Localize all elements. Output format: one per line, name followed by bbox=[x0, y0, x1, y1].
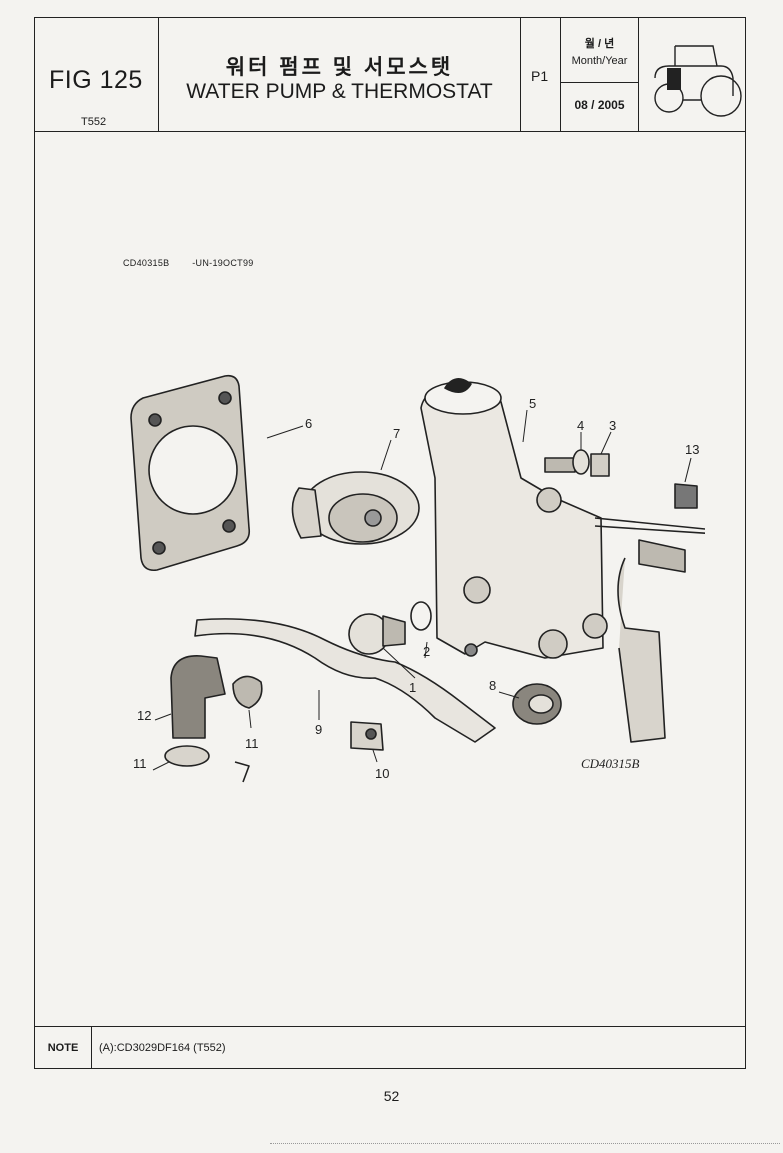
model-label: T552 bbox=[81, 116, 107, 128]
tractor-thumbnail-cell bbox=[639, 18, 747, 131]
title-cell: 워터 펌프 및 서모스탯 WATER PUMP & THERMOSTAT bbox=[159, 18, 521, 131]
water-pump-housing-part bbox=[420, 378, 608, 659]
callout-10: 10 bbox=[375, 766, 389, 781]
temperature-sensor-part bbox=[594, 483, 705, 743]
page-code: P1 bbox=[531, 68, 549, 84]
note-label: NOTE bbox=[35, 1027, 92, 1069]
diagram-caption: CD40315B bbox=[581, 756, 640, 771]
page-frame: FIG 125 T552 워터 펌프 및 서모스탯 WATER PUMP & T… bbox=[34, 17, 746, 1069]
callout-6: 6 bbox=[305, 416, 312, 431]
callout-13: 13 bbox=[685, 442, 699, 457]
callout-3: 3 bbox=[609, 418, 616, 433]
reference-note: -UN-19OCT99 bbox=[192, 258, 254, 268]
reference-code: CD40315B bbox=[123, 258, 170, 268]
callout-numbers: 6 7 5 4 3 13 2 1 8 12 11 9 10 11 CD40315… bbox=[133, 396, 699, 781]
callout-12: 12 bbox=[137, 708, 151, 723]
elbow-fitting-part bbox=[170, 655, 263, 739]
bracket-part bbox=[350, 721, 384, 751]
callout-5: 5 bbox=[529, 396, 536, 411]
callout-4: 4 bbox=[577, 418, 584, 433]
scan-edge bbox=[270, 1143, 780, 1144]
hose-clamp-parts bbox=[164, 745, 250, 783]
tractor-icon bbox=[654, 45, 742, 117]
drain-plug-parts bbox=[348, 601, 432, 655]
callout-2: 2 bbox=[423, 644, 430, 659]
date-value: 08 / 2005 bbox=[574, 98, 625, 112]
bolt-and-washer-parts bbox=[544, 449, 610, 477]
title-english: WATER PUMP & THERMOSTAT bbox=[186, 80, 493, 103]
note-row: NOTE (A):CD3029DF164 (T552) bbox=[35, 1026, 745, 1069]
date-label-english: Month/Year bbox=[571, 55, 628, 67]
callout-7: 7 bbox=[393, 426, 400, 441]
callout-9: 9 bbox=[315, 722, 322, 737]
callout-11-lower: 11 bbox=[133, 756, 147, 771]
reference-line: CD40315B -UN-19OCT99 bbox=[123, 258, 254, 268]
thermostat-part bbox=[291, 471, 420, 545]
note-text: (A):CD3029DF164 (T552) bbox=[99, 1042, 226, 1054]
leader-lines bbox=[152, 409, 692, 771]
bypass-hose-part bbox=[194, 618, 496, 743]
date-label-korean: 월 / 년 bbox=[584, 38, 615, 50]
callout-11-upper: 11 bbox=[245, 736, 259, 751]
page-number: 52 bbox=[383, 1088, 400, 1104]
fitting-part bbox=[512, 683, 562, 725]
date-cell: 월 / 년 Month/Year 08 / 2005 bbox=[561, 18, 639, 131]
fig-cell: FIG 125 T552 bbox=[35, 18, 159, 131]
header: FIG 125 T552 워터 펌프 및 서모스탯 WATER PUMP & T… bbox=[35, 18, 745, 132]
exploded-parts-diagram: 6 7 5 4 3 13 2 1 8 12 11 9 10 11 CD40315… bbox=[130, 374, 705, 783]
title-korean: 워터 펌프 및 서모스탯 bbox=[225, 56, 454, 79]
page-code-cell: P1 bbox=[521, 18, 561, 131]
date-divider bbox=[561, 82, 638, 83]
callout-8: 8 bbox=[489, 678, 496, 693]
gasket-part bbox=[130, 374, 251, 572]
callout-1: 1 bbox=[409, 680, 416, 695]
fig-label: FIG 125 bbox=[49, 66, 143, 94]
